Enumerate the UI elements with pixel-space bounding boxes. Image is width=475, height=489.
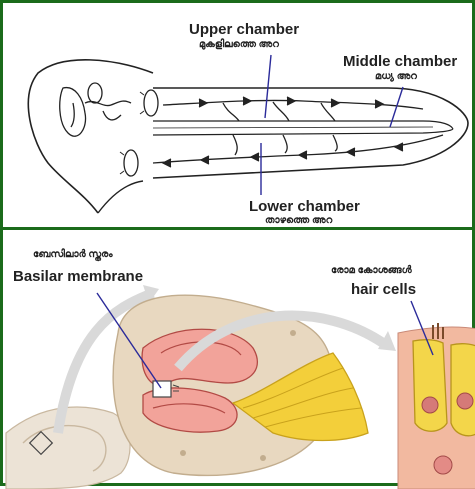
neck-outline [98, 181, 143, 213]
middle-chamber-label: Middle chamber [343, 53, 457, 70]
middle-duct-line [153, 127, 433, 128]
outer-cochlea-shell [6, 407, 130, 489]
hair-cells-label: hair cells [351, 281, 416, 298]
hair-cells-label-ml: രോമ കോശങ്ങൾ [331, 265, 412, 276]
hair-cells-closeup [398, 323, 475, 489]
basilar-membrane-label-ml: ബേസിലാർ സ്തരം [33, 249, 113, 260]
lower-partition [153, 129, 453, 135]
zoom-box-section [153, 381, 171, 397]
upper-chamber-flow [163, 97, 423, 121]
basilar-membrane-label: Basilar membrane [13, 268, 143, 285]
round-window [124, 150, 138, 176]
oval-window [144, 90, 158, 116]
middle-chamber-label-ml: മധ്യ അറ [375, 71, 417, 82]
upper-chamber-label-ml: മുകളിലത്തെ അറ [199, 39, 279, 50]
lower-chamber-label: Lower chamber [249, 198, 360, 215]
section-divider [3, 227, 475, 230]
upper-chamber-leader [265, 55, 271, 118]
middle-ear-ossicles [60, 83, 131, 136]
upper-chamber-label: Upper chamber [189, 21, 299, 38]
head-outline [28, 60, 153, 213]
lower-chamber-label-ml: താഴത്തെ അറ [265, 215, 332, 226]
lower-chamber-flow [153, 135, 443, 167]
